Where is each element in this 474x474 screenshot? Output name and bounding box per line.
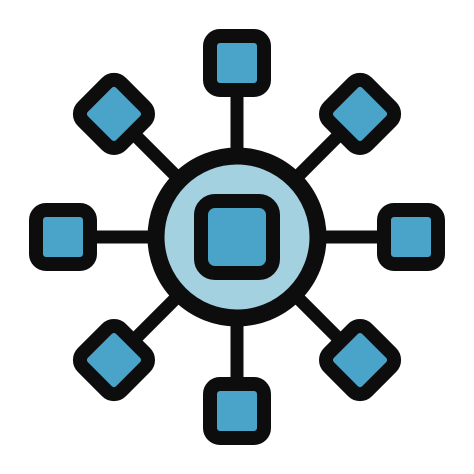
node-right	[377, 203, 445, 271]
node-top-left	[72, 72, 156, 156]
satellite-nodes	[29, 29, 445, 445]
node-bottom-left	[72, 318, 156, 402]
node-bottom-right	[318, 318, 402, 402]
hub-group	[147, 147, 327, 327]
node-left	[29, 203, 97, 271]
hub-center-square	[194, 194, 280, 280]
node-bottom	[203, 377, 271, 445]
node-top-right	[318, 72, 402, 156]
connector-lines	[63, 63, 411, 411]
node-top	[203, 29, 271, 97]
